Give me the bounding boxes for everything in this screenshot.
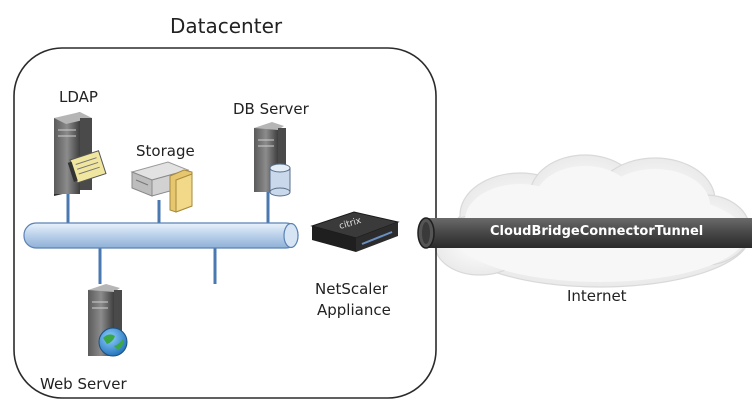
web-server-label: Web Server xyxy=(40,375,127,393)
storage-icon xyxy=(130,161,193,213)
network-bus xyxy=(23,222,299,249)
netscaler-label-line1: NetScaler xyxy=(315,280,388,298)
web-server-icon xyxy=(88,284,128,357)
bus-connectors xyxy=(66,190,270,284)
db-server-icon xyxy=(254,122,291,197)
ldap-label: LDAP xyxy=(59,88,98,106)
tunnel-pipe xyxy=(417,217,752,249)
internet-label: Internet xyxy=(567,287,627,305)
storage-label: Storage xyxy=(136,142,195,160)
db-server-label: DB Server xyxy=(233,100,309,118)
ldap-server-icon xyxy=(54,112,107,196)
netscaler-appliance-icon xyxy=(310,211,400,252)
tunnel-label: CloudBridgeConnectorTunnel xyxy=(490,224,704,239)
datacenter-title: Datacenter xyxy=(170,14,283,38)
netscaler-label-line2: Appliance xyxy=(317,301,391,319)
